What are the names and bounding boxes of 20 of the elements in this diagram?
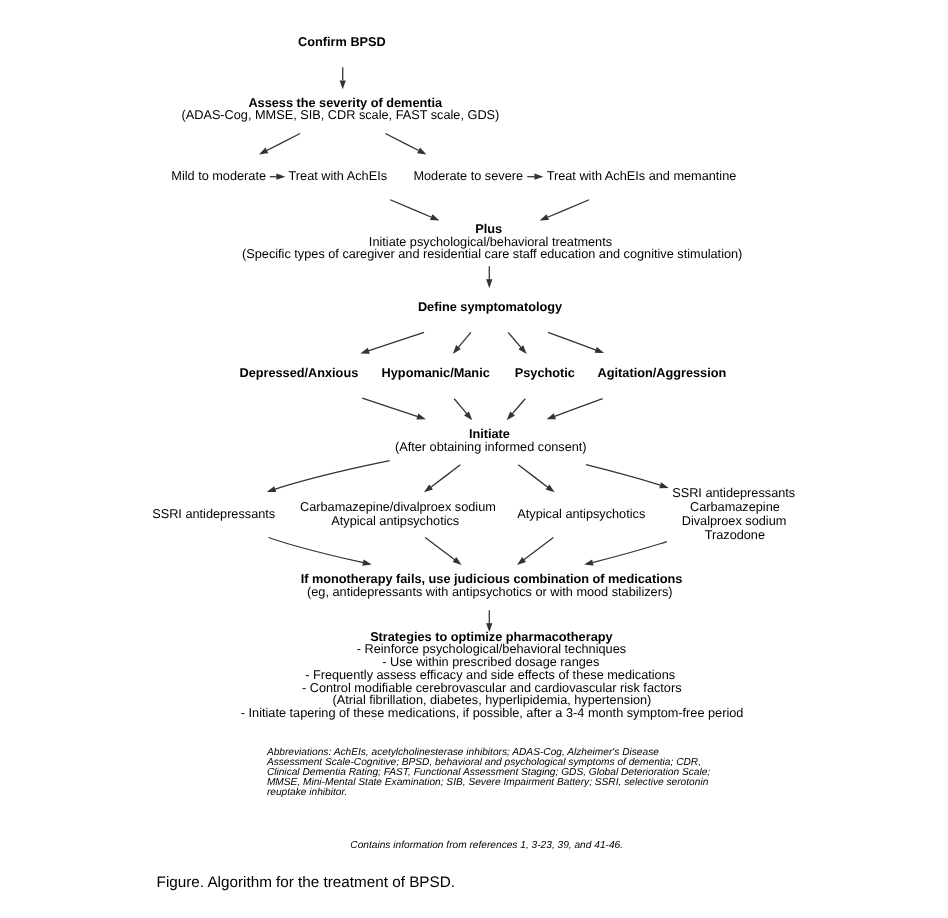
arrow <box>517 536 555 565</box>
arrow <box>547 331 605 354</box>
arrow <box>585 464 669 489</box>
arrow <box>539 199 590 221</box>
arrow <box>361 397 426 420</box>
arrow <box>506 398 526 421</box>
arrow <box>423 464 461 493</box>
arrow <box>267 536 372 566</box>
arrow <box>452 331 472 354</box>
arrow <box>266 460 391 493</box>
arrow <box>584 540 668 566</box>
arrow <box>517 464 555 493</box>
arrow <box>389 199 440 221</box>
arrow <box>546 397 604 420</box>
arrow <box>360 331 425 354</box>
arrow <box>507 331 527 354</box>
arrow <box>258 132 301 155</box>
arrow <box>424 536 462 565</box>
arrow <box>453 398 473 421</box>
arrow <box>384 132 427 155</box>
